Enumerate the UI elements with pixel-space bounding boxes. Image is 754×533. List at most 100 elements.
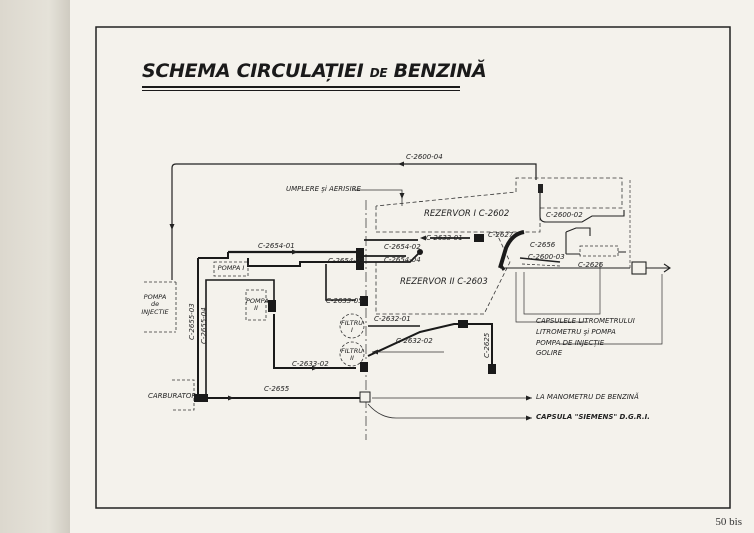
- label-capsula-siemens: CAPSULA "SIEMENS" D.G.R.I.: [536, 413, 650, 421]
- float-c2654: [417, 249, 423, 255]
- label-c2654-03: C-2654-03: [328, 257, 365, 265]
- label-pompa-2-num: II: [254, 304, 258, 313]
- right-capsule-pipe: [646, 263, 671, 273]
- label-c2654-02: C-2654-02: [384, 243, 421, 251]
- label-rezervor-2: REZERVOR II C-2603: [400, 277, 488, 287]
- arrow-return: [398, 161, 404, 167]
- arrow-2654: [292, 249, 298, 255]
- reservoir-2-side: [495, 231, 511, 263]
- label-pompa-injectie-2: de: [150, 300, 160, 309]
- pipe-c2654-04: [364, 251, 421, 263]
- title-underline: [142, 86, 460, 88]
- label-pompa-1: POMPA I: [217, 264, 245, 272]
- arrow-2655: [228, 395, 234, 401]
- title-end: BENZINĂ: [393, 60, 487, 82]
- label-c2627: C-2627: [488, 231, 514, 239]
- label-c2654-04: C-2654-04: [384, 256, 421, 264]
- golire-plug: [488, 364, 496, 374]
- leader-capsulele: [515, 272, 588, 323]
- reservoir-2-outline: [375, 261, 511, 315]
- label-golire: GOLIRE: [536, 349, 563, 357]
- fill-line: [376, 189, 403, 206]
- litrometer-pipe: [566, 251, 626, 255]
- label-c2625: C-2625: [483, 332, 491, 358]
- label-carburator: CARBURATOR: [148, 392, 197, 400]
- label-filtru-2-b: II: [350, 354, 354, 363]
- label-c2633-05: C-2633-05: [326, 297, 363, 305]
- arrow-manometru: [526, 395, 532, 401]
- label-c2633-01: C-2633-01: [426, 234, 463, 242]
- litrometer-drum: [579, 245, 619, 257]
- reservoir-1-outline: [375, 177, 623, 233]
- label-filtru-2-a: FILTRU: [340, 347, 364, 355]
- label-pompa-injectie-1: POMPA: [143, 293, 167, 301]
- label-c2633-02: C-2633-02: [292, 360, 329, 368]
- page-number: 50 bis: [715, 516, 742, 528]
- injection-pump-box: [144, 281, 177, 333]
- right-capsule: [631, 261, 647, 275]
- label-c2626: C-2626: [578, 261, 604, 269]
- label-filtru-1: FILTRU I: [338, 319, 366, 335]
- label-rezervor-1: REZERVOR I C-2602: [424, 209, 510, 219]
- fitting-2627: [474, 234, 484, 242]
- label-pompa-injectie-3: INJECTIE: [141, 307, 169, 316]
- label-litrometru: LITROMETRU şi POMPA: [536, 328, 616, 336]
- title-underline-thin: [142, 90, 460, 91]
- arrow-down-left: [169, 224, 175, 230]
- arrow-2633-01: [420, 235, 426, 241]
- label-manometru: LA MANOMETRU DE BENZINĂ: [536, 393, 639, 401]
- pipe-c2654-01-b: [197, 252, 229, 396]
- label-c2600-02: C-2600-02: [546, 211, 583, 219]
- label-c2654-01: C-2654-01: [258, 242, 295, 250]
- filter-1-circle: [339, 313, 365, 339]
- label-filtru-1-b: I: [351, 326, 353, 335]
- arrow-golire: [372, 349, 378, 355]
- pipe-c2600-03: [519, 257, 561, 263]
- leader-pompa-injectie: [560, 274, 663, 345]
- label-c2656: C-2656: [530, 241, 556, 249]
- label-capsulele: CAPSULELE LITROMETRULUI: [536, 317, 635, 325]
- label-c2632-01: C-2632-01: [374, 315, 411, 323]
- manifold-block-4: [359, 391, 371, 403]
- manifold-block-3: [360, 362, 368, 372]
- filter-2-circle: [339, 341, 365, 367]
- line-c2600-02: [539, 190, 625, 223]
- diagram-title: SCHEMA CIRCULAȚIEI DE BENZINĂ: [142, 60, 487, 82]
- pipe-c2633-05: [273, 314, 356, 369]
- carburator-fitting: [194, 394, 208, 402]
- pipe-to-filter: [325, 264, 356, 301]
- title-main: SCHEMA CIRCULAȚIEI: [142, 60, 364, 82]
- pipe-c2656: [498, 230, 525, 269]
- pump-2-box: [245, 289, 267, 321]
- manifold-block: [356, 248, 364, 270]
- label-c2600-03: C-2600-03: [528, 253, 565, 261]
- arrow-2633-02: [312, 365, 318, 371]
- label-c2600-04: C-2600-04: [406, 153, 443, 161]
- cap-2600: [538, 184, 543, 193]
- arrow-fill: [399, 193, 405, 199]
- fitting-2632: [458, 320, 468, 328]
- pump-2-inlet: [268, 300, 276, 312]
- drawing-frame: [95, 26, 731, 509]
- pipe-c2632-02: [367, 323, 493, 368]
- label-filtru-1-a: FILTRU: [340, 319, 364, 327]
- label-filtru-2: FILTRU II: [338, 347, 366, 363]
- label-c2632-02: C-2632-02: [396, 337, 433, 345]
- book-gutter: [0, 0, 70, 533]
- label-c2655-04: C-2655-04: [200, 307, 208, 344]
- manifold-block-2: [360, 296, 368, 306]
- return-line-c2600-04: [171, 163, 537, 280]
- litrometer-body: [565, 227, 591, 254]
- label-umplere: UMPLERE şi AERISIRE: [286, 185, 361, 193]
- title-de: DE: [369, 66, 388, 80]
- label-pompa-de-injectie: POMPA DE INJECȚIE: [536, 339, 605, 347]
- label-c2655: C-2655: [264, 385, 290, 393]
- leader-capsula: [367, 403, 532, 419]
- label-pompa-2: POMPA II: [246, 297, 269, 313]
- label-c2655-03: C-2655-03: [188, 303, 196, 340]
- leader-litrometru: [523, 262, 601, 315]
- pipe-c2656-b: [498, 263, 506, 271]
- label-pompa-2-top: POMPA: [246, 297, 269, 305]
- c2600-03-dash: [521, 263, 561, 267]
